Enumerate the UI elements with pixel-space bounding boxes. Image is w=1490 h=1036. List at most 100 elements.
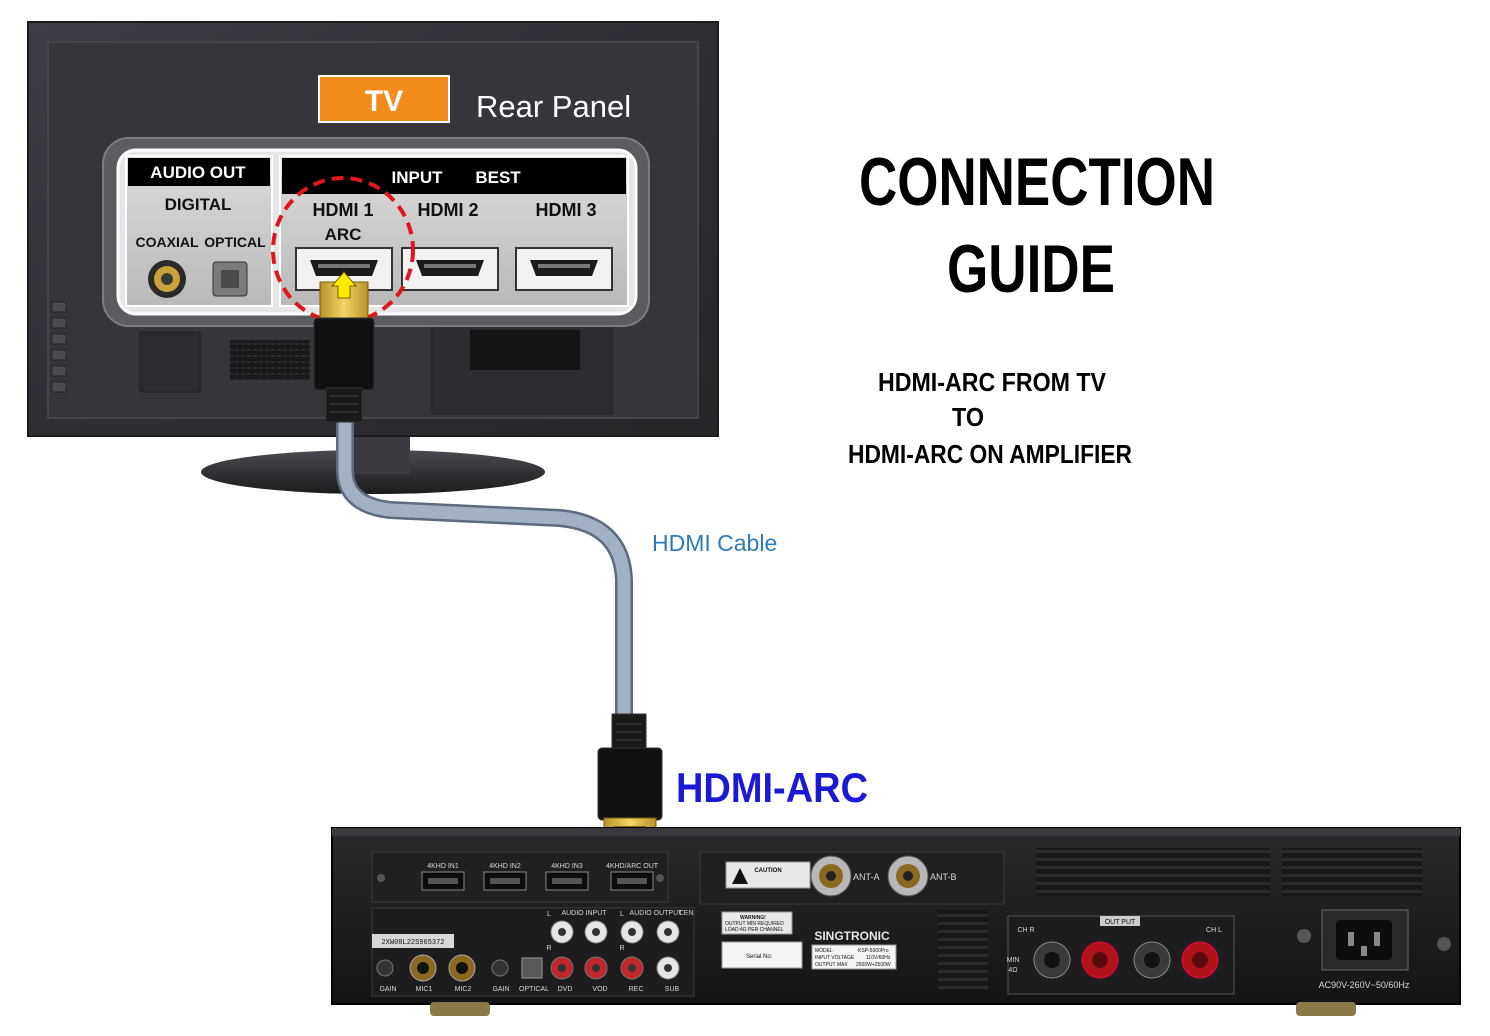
- svg-text:MIC1: MIC1: [416, 986, 433, 993]
- tv-vent-left: [139, 331, 201, 393]
- amp-bottom-labels: GAIN MIC1 MIC2 GAIN OPTICAL DVD VOD REC …: [379, 986, 679, 993]
- hdmi1-label: HDMI 1: [312, 200, 373, 220]
- amp-warning-label: WARNING! OUTPUT MIN REQUIRED LOAD:4Ω PER…: [721, 911, 793, 935]
- tv-hdmi3-port: [515, 247, 613, 291]
- description-line2: TO: [952, 402, 984, 432]
- amp-power-inlet: [1321, 909, 1409, 971]
- amp-model-label: MODEL KSP-5000Pro INPUT VOLTAGE 110V/60H…: [811, 944, 897, 970]
- rca-jacks: [550, 920, 680, 980]
- amp-brand: SINGTRONIC: [814, 929, 890, 943]
- svg-text:OPTICAL: OPTICAL: [519, 986, 549, 993]
- svg-text:CAUTION: CAUTION: [754, 868, 781, 874]
- ant-b-label: ANT-B: [930, 872, 957, 882]
- svg-text:SUB: SUB: [665, 986, 680, 993]
- tv-hdmi2-port: [401, 247, 499, 291]
- svg-text:2500W+2500W: 2500W+2500W: [856, 962, 891, 968]
- svg-text:GAIN: GAIN: [492, 986, 509, 993]
- svg-text:Serial No:: Serial No:: [746, 954, 773, 960]
- svg-text:OUTPUT MIN REQUIRED: OUTPUT MIN REQUIRED: [725, 921, 784, 927]
- audio-out-optical: OPTICAL: [204, 234, 266, 250]
- input-best: BEST: [475, 168, 521, 187]
- hdmi2-label: HDMI 2: [417, 200, 478, 220]
- svg-text:WARNING!: WARNING!: [740, 915, 766, 921]
- amp-foot-right: [1296, 1002, 1356, 1016]
- svg-text:DVD: DVD: [558, 986, 573, 993]
- audio-out-coaxial: COAXIAL: [136, 234, 199, 250]
- amp-input-plate: [371, 907, 695, 997]
- svg-text:110V/60Hz: 110V/60Hz: [866, 955, 891, 961]
- tv-rear-panel-title: Rear Panel: [476, 89, 631, 124]
- audio-out-digital: DIGITAL: [165, 195, 232, 214]
- svg-text:LOAD:4Ω PER CHANNEL: LOAD:4Ω PER CHANNEL: [725, 927, 784, 933]
- tv-hdmi-plug: [313, 271, 375, 423]
- amp-foot-left: [430, 1002, 490, 1016]
- amp-vent-right: [1282, 848, 1422, 896]
- amp-audio-input-label: AUDIO INPUT: [561, 910, 607, 917]
- svg-text:KSP-5000Pro: KSP-5000Pro: [858, 948, 889, 954]
- amp-r1-label: R: [546, 945, 551, 952]
- speaker-terminals: [1033, 941, 1219, 979]
- amp-hdmi-in3-port: [545, 871, 589, 891]
- input-header-bar: [282, 158, 626, 194]
- svg-text:GAIN: GAIN: [379, 986, 396, 993]
- ant-a-connector: [810, 855, 852, 897]
- amp-output-label: OUT PUT: [1105, 919, 1136, 926]
- input-header: INPUT: [392, 168, 444, 187]
- amp-l2-label: L: [620, 911, 624, 918]
- amp-ch-l-label: CH L: [1206, 927, 1222, 934]
- amp-r2-label: R: [619, 945, 624, 952]
- amp-output-label-box: [1100, 916, 1140, 926]
- amp-hdmi-in2-label: 4KHD IN2: [489, 863, 521, 870]
- svg-text:MODEL: MODEL: [815, 948, 833, 954]
- tv-side-buttons: [51, 301, 67, 393]
- ant-b-connector: [887, 855, 929, 897]
- amp-min-label: MIN: [1007, 957, 1020, 964]
- tv-rear-slot: [470, 330, 580, 370]
- amp-port-label: HDMI-ARC: [676, 764, 868, 811]
- amp-ohm-label: 4Ω: [1008, 967, 1017, 974]
- serial-sticker-text: 2XW08L22S965372: [381, 939, 444, 947]
- svg-text:VOD: VOD: [592, 986, 607, 993]
- amp-top-edge: [332, 828, 1460, 836]
- amp-power-rating: AC90V-260V~50/60Hz: [1319, 980, 1410, 990]
- coaxial-jack: [148, 260, 186, 298]
- amp-l1-label: L: [547, 911, 551, 918]
- hdmi1-arc-label: ARC: [325, 225, 362, 244]
- amp-hdmi-in1-port: [421, 871, 465, 891]
- svg-text:OUTPUT MAX: OUTPUT MAX: [815, 962, 848, 968]
- audio-out-header: AUDIO OUT: [150, 163, 246, 182]
- serial-sticker: [372, 934, 454, 948]
- hdmi3-label: HDMI 3: [535, 200, 596, 220]
- caution-label: CAUTION: [725, 861, 811, 889]
- cable-label: HDMI Cable: [652, 530, 777, 556]
- svg-text:REC: REC: [629, 986, 644, 993]
- tv-badge-box: [318, 75, 450, 123]
- amp-vent-mid: [938, 910, 988, 990]
- ant-a-label: ANT-A: [853, 872, 880, 882]
- tv: TV Rear Panel AUDIO OUT DIGITAL COAXIAL …: [27, 21, 719, 494]
- amp-audio-output-label: AUDIO OUTPUT: [630, 910, 684, 917]
- amp-ch-r-label: CH R: [1017, 927, 1034, 934]
- amp-hdmi-in3-label: 4KHD IN3: [551, 863, 583, 870]
- amp-serial-box: Serial No:: [721, 941, 803, 969]
- amplifier: 4KHD IN1 4KHD IN2 4KHD IN3 4KHD/ARC OUT …: [331, 827, 1461, 1016]
- heading-line2: GUIDE: [947, 231, 1115, 307]
- heading-line1: CONNECTION: [859, 144, 1215, 220]
- tv-badge-text: TV: [365, 85, 403, 118]
- audio-out-header-bar: [128, 158, 270, 186]
- mic-jacks: [376, 954, 543, 982]
- description-line3: HDMI-ARC ON AMPLIFIER: [848, 439, 1132, 469]
- amp-hdmi-arc-out-label: 4KHD/ARC OUT: [606, 863, 659, 870]
- svg-text:MIC2: MIC2: [455, 986, 472, 993]
- description-line1: HDMI-ARC FROM TV: [878, 367, 1107, 397]
- svg-text:INPUT VOLTAGE: INPUT VOLTAGE: [815, 955, 855, 961]
- amp-hdmi-arc-out-port: [610, 871, 654, 891]
- amp-hdmi-in2-port: [483, 871, 527, 891]
- optical-jack: [212, 261, 248, 297]
- amp-vent-top: [1036, 848, 1270, 896]
- amp-hdmi-in1-label: 4KHD IN1: [427, 863, 459, 870]
- tv-vent-mid: [230, 340, 310, 380]
- amp-cen-label: CEN: [679, 910, 694, 917]
- arc-highlight-circle: [271, 176, 415, 324]
